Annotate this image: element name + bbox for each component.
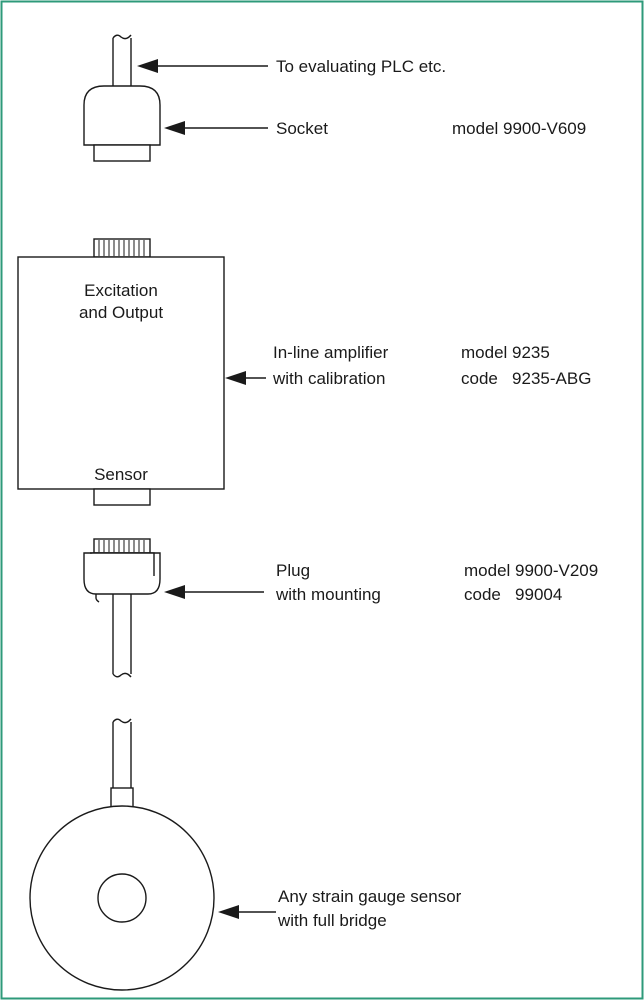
socket-model: model 9900-V609	[452, 119, 586, 138]
amplifier-top-connector	[93, 238, 151, 258]
amplifier-sensor-label: Sensor	[94, 465, 148, 484]
socket-arrow	[164, 121, 268, 135]
plc-cable	[112, 34, 132, 86]
socket-connector	[83, 85, 161, 162]
sensor-arrow	[218, 905, 276, 919]
amplifier-calibration-label: with calibration	[272, 369, 385, 388]
plug-code: code 99004	[464, 585, 562, 604]
sensor-center-hole	[97, 873, 147, 923]
sensor-label: Any strain gauge sensor	[278, 887, 462, 906]
plc-label: To evaluating PLC etc.	[276, 57, 446, 76]
strain-gauge-sensor	[29, 787, 215, 991]
plug-model: model 9900-V209	[464, 561, 598, 580]
amplifier-excitation-label: Excitation	[84, 281, 158, 300]
amplifier-model: model 9235	[461, 343, 550, 362]
amplifier-code: code 9235-ABG	[461, 369, 591, 388]
plug-mounting-label: with mounting	[275, 585, 381, 604]
sensor-cable	[95, 594, 132, 788]
sensor-bridge-label: with full bridge	[277, 911, 387, 930]
plc-arrow	[137, 59, 268, 73]
socket-label: Socket	[276, 119, 328, 138]
plug-label: Plug	[276, 561, 310, 580]
amplifier-label: In-line amplifier	[273, 343, 389, 362]
plug-connector	[83, 538, 161, 595]
plug-arrow	[164, 585, 264, 599]
amplifier-output-label: and Output	[79, 303, 163, 322]
amplifier-arrow	[225, 371, 266, 385]
amplifier-bottom-connector	[93, 488, 151, 506]
